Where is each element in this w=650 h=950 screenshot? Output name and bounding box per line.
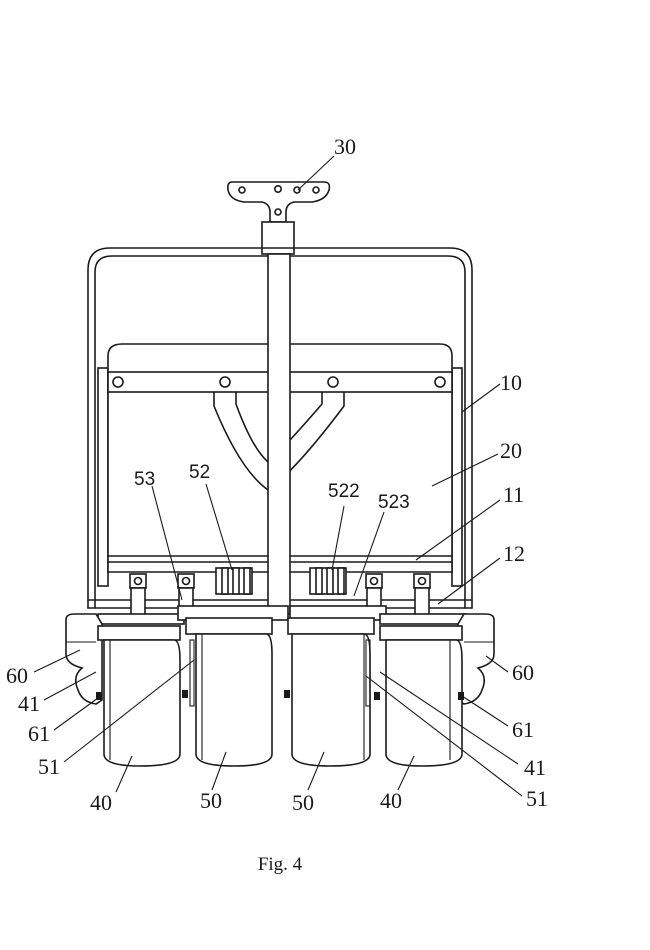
label-inner-wheel-right: 50	[292, 790, 314, 815]
label-outer-wheel-right: 40	[380, 788, 402, 813]
figure-caption: Fig. 4	[0, 854, 560, 876]
label-bumper-bolt-left: 61	[28, 721, 50, 746]
label-seat: 20	[500, 438, 522, 463]
label-handle: 30	[334, 134, 356, 159]
label-inner-axle-right: 51	[526, 786, 548, 811]
wheels	[96, 618, 464, 766]
label-frame-rail: 11	[503, 482, 524, 507]
label-cross-bar: 12	[503, 541, 525, 566]
label-outer-wheel-left: 40	[90, 790, 112, 815]
handle-plate	[228, 182, 330, 254]
label-latch-spring: 523	[378, 492, 410, 513]
label-bumper-left: 60	[6, 663, 28, 688]
label-bumper-bolt-right: 61	[512, 717, 534, 742]
label-outer-axle-right: 41	[524, 755, 546, 780]
label-inner-axle-left: 51	[38, 754, 60, 779]
label-latch-slot: 522	[328, 481, 360, 502]
label-inner-wheel-left: 50	[200, 788, 222, 813]
label-pin: 53	[134, 469, 155, 490]
label-outer-axle-left: 41	[18, 691, 40, 716]
central-post	[268, 254, 290, 614]
label-frame: 10	[500, 370, 522, 395]
label-bumper-right: 60	[512, 660, 534, 685]
label-latch: 52	[189, 462, 210, 483]
